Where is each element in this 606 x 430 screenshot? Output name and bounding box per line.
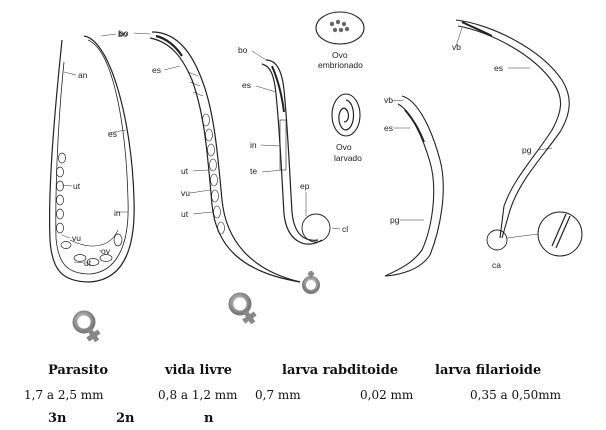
- filarioid-larva-worm-small: [384, 95, 444, 277]
- ploidy-free-living: 2n: [116, 411, 135, 426]
- label-in-rhab: in: [250, 140, 257, 150]
- label-cl-rhab: cl: [342, 224, 348, 234]
- caption-filarioid: larva filarioide: [435, 363, 542, 378]
- label-vb-filar-small: vb: [384, 95, 393, 105]
- egg-larvated-label-1: Ovo: [336, 142, 352, 152]
- label-vu-parasite: vu: [72, 233, 81, 243]
- egg-embryonated-label-1: Ovo: [332, 50, 348, 60]
- caption-parasite: Parasito: [48, 363, 109, 378]
- label-bo-rhab: bo: [238, 45, 248, 55]
- label-ut-free: ut: [181, 166, 189, 176]
- label-es-rhab: es: [242, 80, 251, 90]
- label-bo-free: bo: [119, 28, 129, 38]
- label-vu-free: vu: [181, 188, 190, 198]
- measurement-parasite: 1,7 a 2,5 mm: [24, 388, 104, 402]
- ploidy-parasite: 3n: [48, 411, 67, 426]
- measurement-egg: 0,02 mm: [360, 388, 414, 402]
- rhabditoid-larva-worm: [261, 59, 331, 245]
- female-symbol-icon: [228, 292, 257, 325]
- egg-larvated-label-2: larvado: [334, 153, 362, 163]
- label-in-parasite: in: [114, 208, 121, 218]
- measurement-free-living: 0,8 a 1,2 mm: [158, 388, 238, 402]
- caption-free-living: vida livre: [165, 363, 233, 378]
- label-es-filar-small: es: [384, 123, 393, 133]
- label-vb-filar-large: vb: [452, 42, 461, 52]
- label-es-filar-large: es: [494, 63, 503, 73]
- label-ut2-free: ut: [181, 209, 189, 219]
- label-bo-parasite: bo: [118, 29, 128, 39]
- measurement-rhabditoid: 0,7 mm: [255, 388, 301, 402]
- label-ov-parasite: ov: [101, 246, 111, 256]
- label-pg-filar-large: pg: [522, 145, 532, 155]
- measurement-filarioid: 0,35 a 0,50mm: [470, 388, 561, 402]
- ploidy-male: n: [204, 411, 214, 426]
- label-an: an: [78, 70, 88, 80]
- label-ut2-parasite: ut: [84, 258, 92, 268]
- larvated-egg: [331, 93, 361, 137]
- label-ca-filar-large: ca: [492, 260, 501, 270]
- label-ep-rhab: ep: [300, 181, 310, 191]
- female-symbol-icon: [72, 310, 101, 343]
- label-te-rhab: te: [250, 166, 257, 176]
- parasitic-female-worm: [49, 35, 135, 283]
- label-es-parasite: es: [108, 129, 117, 139]
- male-symbol-icon: [302, 271, 320, 294]
- embryonated-egg: [315, 11, 365, 45]
- free-living-female-worm: [149, 31, 301, 283]
- egg-embryonated-label-2: embrionado: [318, 60, 363, 70]
- caption-rhabditoid: larva rabditoide: [282, 363, 399, 378]
- label-ut-parasite: ut: [73, 181, 81, 191]
- label-pg-filar-small: pg: [390, 215, 400, 225]
- label-es-free: es: [152, 65, 161, 75]
- filarioid-larva-worm-large: [455, 19, 583, 257]
